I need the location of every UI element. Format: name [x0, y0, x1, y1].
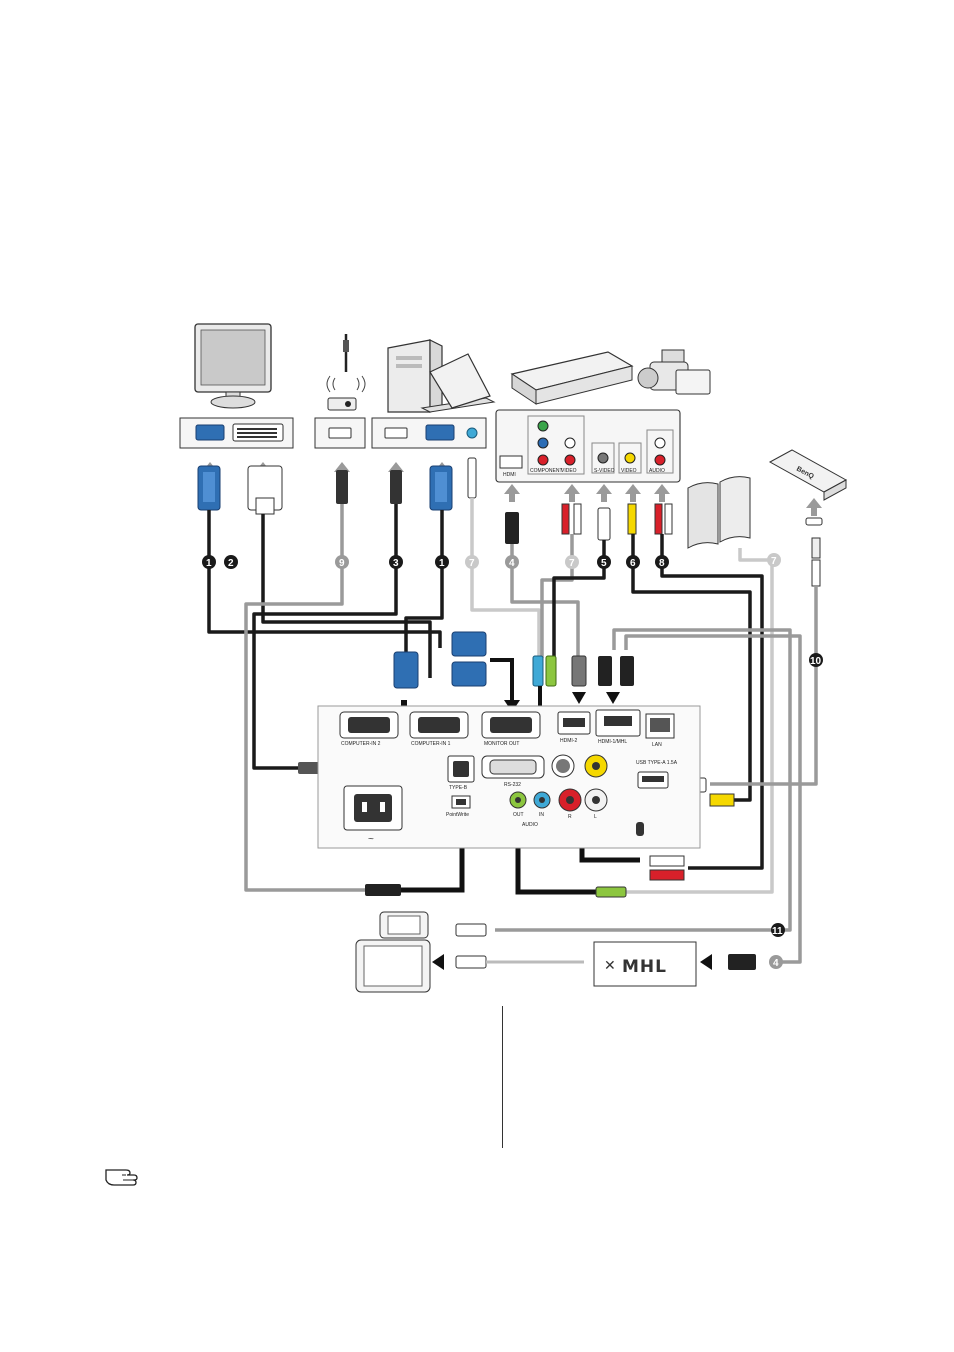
svg-text:7: 7 [771, 556, 777, 567]
svg-text:2: 2 [228, 558, 234, 569]
svg-text:COMPONENT: COMPONENT [530, 468, 563, 474]
usb-flash-drive-icon: BenQ [768, 449, 848, 501]
monitor-icon [194, 323, 272, 409]
svg-text:~: ~ [368, 834, 374, 845]
callout-7c: 7 [767, 553, 781, 567]
svg-text:MHL: MHL [622, 957, 667, 977]
svg-text:R: R [568, 814, 572, 820]
hdmi-2-port: HDMI-2 [557, 711, 591, 744]
svg-text:TYPE-B: TYPE-B [449, 785, 468, 791]
svg-text:10: 10 [810, 656, 822, 667]
callout-7b: 7 [565, 555, 579, 569]
monitor-ports-panel [179, 417, 294, 449]
svg-text:VIDEO: VIDEO [561, 468, 577, 474]
svg-text:4: 4 [773, 958, 779, 969]
dvd-player-icon [510, 351, 634, 405]
pointwrite-port: PointWrite [446, 795, 471, 818]
svg-text:COMPUTER-IN 2: COMPUTER-IN 2 [341, 741, 381, 747]
svg-text:1: 1 [206, 558, 212, 569]
usb-type-a-port: USB TYPE-A 1.5A [636, 760, 678, 789]
callout-3: 3 [389, 555, 403, 569]
av-source-ports-panel: HDMI COMPONENT VIDEO S-VIDEO VIDEO AUDIO [495, 409, 681, 483]
callout-8: 8 [655, 555, 669, 569]
hdmi-1-mhl-port: HDMI-1/MHL [595, 709, 641, 745]
computer-ports-panel [314, 417, 487, 449]
kensington-lock-icon [636, 822, 644, 836]
svg-text:COMPUTER-IN 1: COMPUTER-IN 1 [411, 741, 451, 747]
callout-9: 9 [335, 555, 349, 569]
note-hand-icon [105, 1169, 138, 1186]
svg-text:7: 7 [469, 558, 475, 569]
callout-5: 5 [597, 555, 611, 569]
callout-4a: 4 [505, 555, 519, 569]
computer-icon [387, 339, 496, 413]
svg-text:IN: IN [539, 812, 544, 818]
svg-text:✕: ✕ [604, 957, 616, 973]
column-divider [502, 1006, 503, 1148]
svg-text:OUT: OUT [513, 812, 524, 818]
micro-usb-plugs [455, 923, 584, 969]
svg-text:VIDEO: VIDEO [621, 468, 637, 474]
svg-text:PointWrite: PointWrite [446, 812, 469, 818]
svg-text:HDMI: HDMI [503, 472, 516, 478]
svg-text:MONITOR OUT: MONITOR OUT [484, 741, 519, 747]
svg-text:8: 8 [659, 558, 665, 569]
callout-2: 2 [224, 555, 238, 569]
rs232-port: RS-232 [481, 755, 545, 788]
svg-text:9: 9 [339, 558, 345, 569]
callout-1b: 1 [435, 555, 449, 569]
callout-11: 11 [771, 923, 785, 937]
power-socket: ~ [343, 785, 403, 845]
svg-text:1: 1 [439, 558, 445, 569]
svg-text:3: 3 [393, 558, 399, 569]
callout-6: 6 [626, 555, 640, 569]
s-video-port [551, 754, 575, 778]
svg-text:7: 7 [569, 558, 575, 569]
svg-text:RS-232: RS-232 [504, 782, 521, 788]
projector-side-connectors [393, 631, 634, 689]
svg-text:11: 11 [772, 926, 783, 937]
svg-text:USB TYPE-A 1.5A: USB TYPE-A 1.5A [636, 760, 678, 766]
usb-type-b-port: TYPE-B [447, 755, 475, 791]
projector-rear-panel: COMPUTER-IN 2 COMPUTER-IN 1 MONITOR OUT … [317, 705, 701, 849]
callout-markers: 1 2 9 3 1 7 4 7 5 6 8 7 10 11 4 [202, 553, 823, 969]
lan-port: LAN [645, 713, 675, 748]
svg-text:S-VIDEO: S-VIDEO [594, 468, 615, 474]
micro-usb-connector-icon [805, 517, 823, 559]
svg-text:L: L [594, 814, 597, 820]
callout-4b: 4 [769, 955, 783, 969]
svg-text:4: 4 [509, 558, 515, 569]
top-cable-connectors [197, 457, 821, 587]
callout-7a: 7 [465, 555, 479, 569]
cables [207, 498, 818, 964]
svg-text:AUDIO: AUDIO [649, 468, 665, 474]
smartphone-icon [379, 911, 429, 939]
speakers-icon [687, 476, 751, 549]
camcorder-icon [637, 349, 711, 395]
pointwrite-pen-icon [326, 334, 366, 411]
mhl-adapter: ✕ MHL [593, 941, 756, 987]
video-port [584, 754, 608, 778]
svg-text:HDMI-1/MHL: HDMI-1/MHL [598, 739, 627, 745]
svg-text:5: 5 [601, 558, 607, 569]
svg-text:LAN: LAN [652, 742, 662, 748]
audio-ports: OUT IN AUDIO R L [509, 788, 608, 828]
callout-10: 10 [809, 653, 823, 667]
monitor-out-port: MONITOR OUT [481, 711, 541, 747]
callout-1a: 1 [202, 555, 216, 569]
svg-text:6: 6 [630, 558, 636, 569]
tablet-icon [355, 939, 431, 993]
computer-in-1-port: COMPUTER-IN 1 [409, 711, 469, 747]
computer-in-2-port: COMPUTER-IN 2 [339, 711, 399, 747]
svg-text:AUDIO: AUDIO [522, 822, 538, 828]
svg-text:HDMI-2: HDMI-2 [560, 738, 577, 744]
